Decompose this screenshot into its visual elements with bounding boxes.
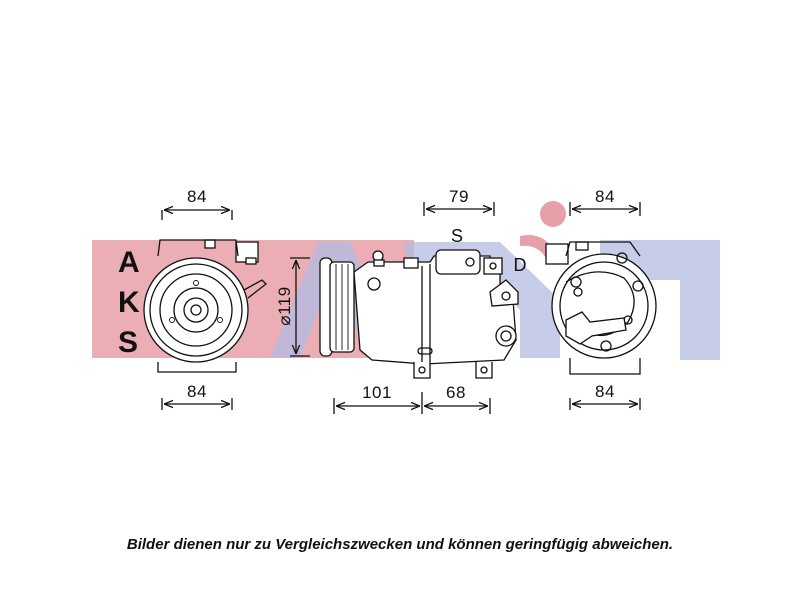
side-diameter-dimension: ⌀119 <box>275 286 294 325</box>
watermark-letter-s: S <box>118 326 138 359</box>
front-bottom-dimension: 84 <box>187 382 207 401</box>
rear-bottom-dimension: 84 <box>595 382 615 401</box>
rear-top-dimension: 84 <box>595 187 615 206</box>
watermark-letter-k: K <box>118 286 140 319</box>
watermark-red-dot <box>540 201 566 227</box>
front-top-dimension: 84 <box>187 187 207 206</box>
side-bottom-right-dimension: 68 <box>446 383 466 402</box>
watermark-blue-shape-2 <box>405 242 560 358</box>
discharge-port-label: D <box>514 255 527 275</box>
front-view: 84 84 <box>143 187 267 410</box>
watermark-letter-a: A <box>118 246 140 279</box>
rear-view: 84 84 <box>545 187 657 410</box>
suction-port-label: S <box>451 226 463 246</box>
side-top-dimension: 79 <box>449 187 469 206</box>
side-bottom-left-dimension: 101 <box>362 383 392 402</box>
side-view: ⌀119 79 S D <box>275 187 527 414</box>
disclaimer-caption: Bilder dienen nur zu Vergleichszwecken u… <box>126 536 674 553</box>
